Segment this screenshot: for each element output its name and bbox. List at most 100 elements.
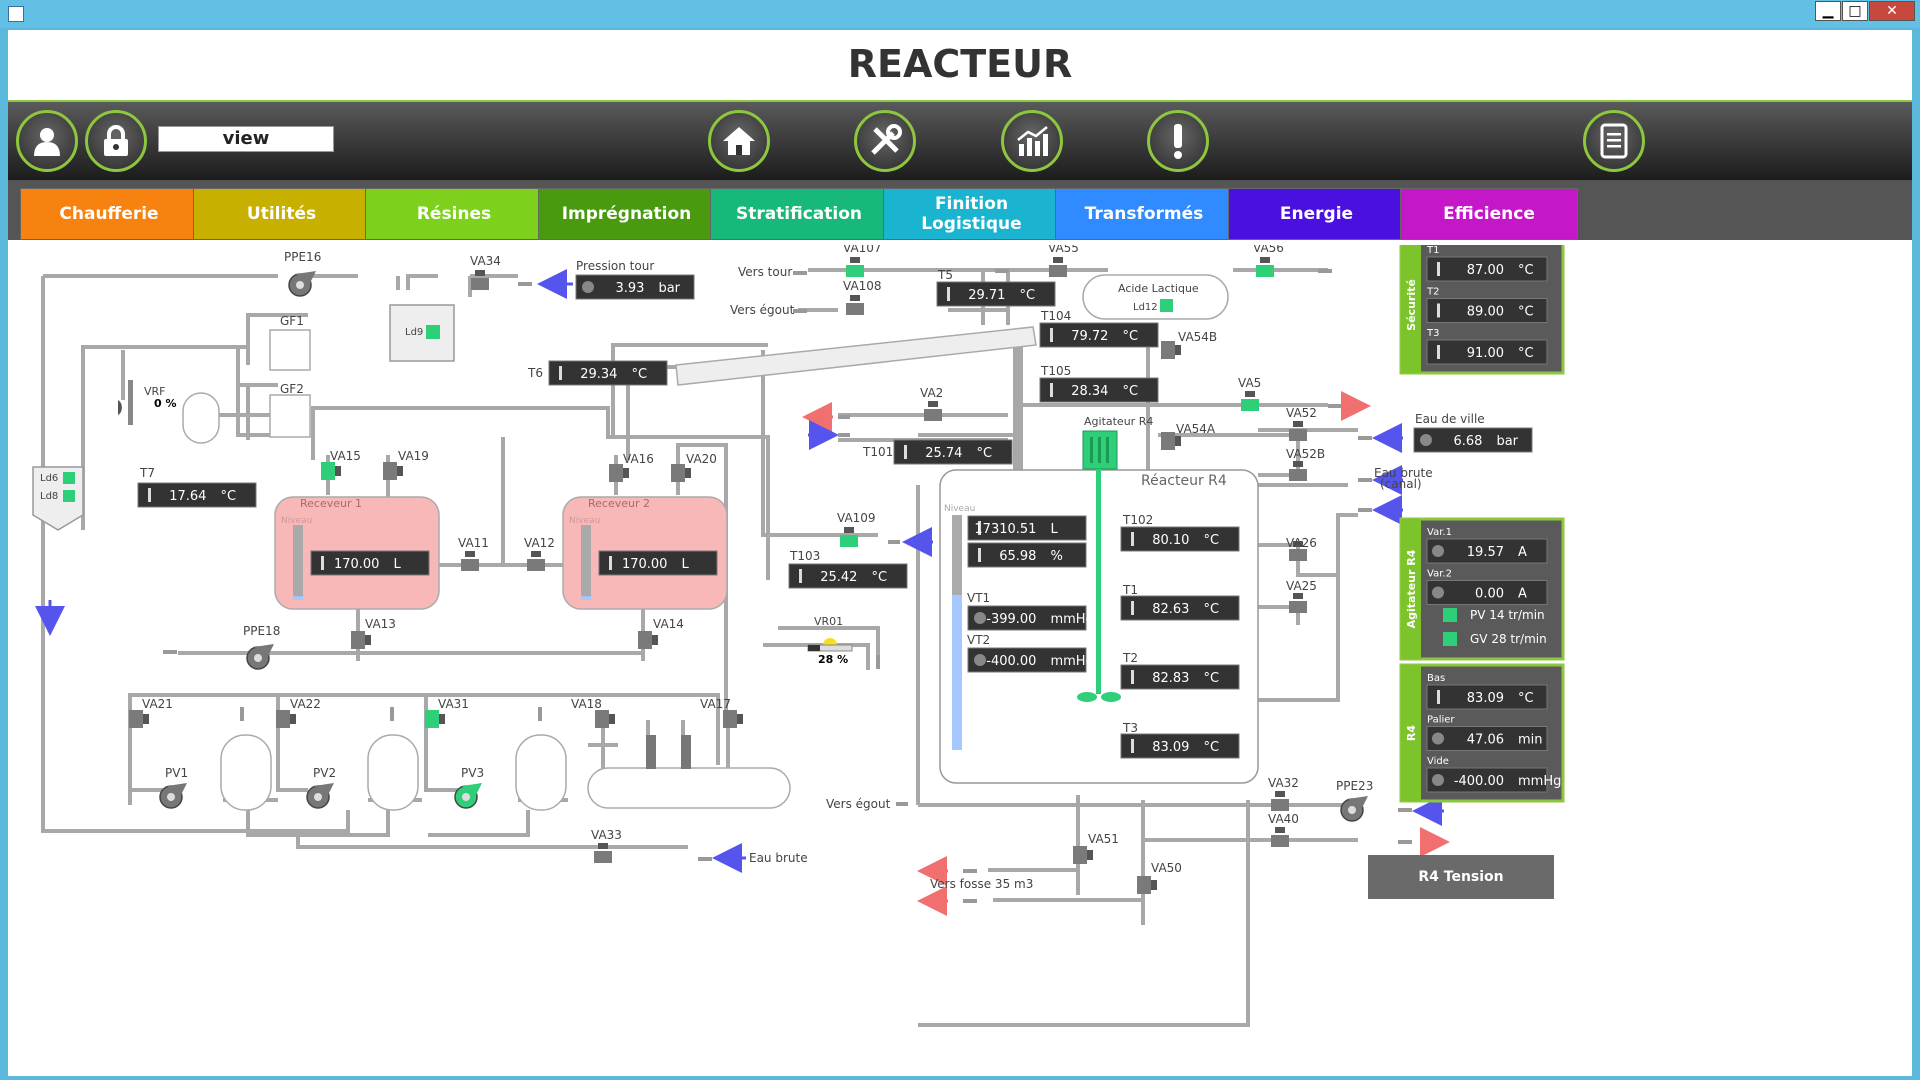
valve-va54a[interactable]: VA54A xyxy=(1161,422,1216,450)
vr01-label: VR01 xyxy=(814,615,843,628)
tools-button[interactable] xyxy=(854,110,916,172)
value: 80.10 xyxy=(1152,533,1189,548)
valve-va33[interactable]: VA33 xyxy=(591,828,622,863)
t7-label: T7 xyxy=(139,466,155,480)
unit: bar xyxy=(658,281,680,296)
vt2-label: VT2 xyxy=(967,633,990,647)
pump-label: PV2 xyxy=(313,766,336,780)
unit: °C xyxy=(1203,602,1219,617)
valve-va13[interactable]: VA13 xyxy=(351,617,396,649)
valve-label: VA34 xyxy=(470,254,501,268)
valve-va32[interactable]: VA32 xyxy=(1268,776,1299,811)
valve-va15[interactable]: VA15 xyxy=(321,449,361,480)
valve-va108[interactable]: VA108 xyxy=(843,279,882,315)
nav-transformés[interactable]: Transformés xyxy=(1055,188,1233,240)
nav-energie[interactable]: Energie xyxy=(1227,188,1406,240)
valve-va5[interactable]: VA5 xyxy=(1238,376,1261,411)
vers-tour-label: Vers tour xyxy=(738,265,792,279)
statistics-button[interactable] xyxy=(1001,110,1063,172)
valve-va22[interactable]: VA22 xyxy=(276,697,321,728)
unit: mmHg xyxy=(1050,654,1093,669)
pump-ppe23[interactable]: PPE23 xyxy=(1336,779,1373,822)
valve-va18[interactable]: VA18 xyxy=(571,697,615,728)
valve-va20[interactable]: VA20 xyxy=(671,452,717,482)
valve-label: VA108 xyxy=(843,279,882,293)
toolbar: view xyxy=(8,100,1912,180)
valve-va21[interactable]: VA21 xyxy=(129,697,173,728)
unit: °C xyxy=(1203,740,1219,755)
reactor-t2-display: 82.83°C xyxy=(1120,664,1240,690)
valve-va26[interactable]: VA26 xyxy=(1286,536,1317,561)
valve-va14[interactable]: VA14 xyxy=(638,617,684,649)
nav-résines[interactable]: Résines xyxy=(365,188,543,240)
panel-row-unit: A xyxy=(1518,545,1527,560)
close-button[interactable]: ✕ xyxy=(1869,1,1915,21)
nav-chaufferie[interactable]: Chaufferie xyxy=(20,188,198,240)
lock-icon xyxy=(104,125,128,156)
nav-efficience[interactable]: Efficience xyxy=(1400,188,1578,240)
agitator-r4[interactable] xyxy=(1077,430,1121,702)
unit: °C xyxy=(1203,671,1219,686)
pump-pv2[interactable]: PV2 xyxy=(306,766,336,809)
pump-label: PPE23 xyxy=(1336,779,1373,793)
valve-va52b[interactable]: VA52B xyxy=(1286,447,1325,481)
maximize-button[interactable]: □ xyxy=(1842,1,1868,21)
ld8-label: Ld8 xyxy=(40,491,58,502)
lock-button[interactable] xyxy=(85,110,147,172)
value: 79.72 xyxy=(1071,329,1108,344)
pump-ppe16[interactable]: PPE16 xyxy=(284,250,321,297)
valve-va17[interactable]: VA17 xyxy=(700,697,743,728)
valve-va107[interactable]: VA107 xyxy=(843,241,882,277)
valve-va52[interactable]: VA52 xyxy=(1286,406,1317,441)
value: 170.00 xyxy=(334,557,380,572)
pump-ppe18[interactable]: PPE18 xyxy=(243,624,280,670)
pump-pv1[interactable]: PV1 xyxy=(159,766,188,809)
valve-label: VA52B xyxy=(1286,447,1325,461)
nav-imprégnation[interactable]: Imprégnation xyxy=(537,188,716,240)
valve-va109[interactable]: VA109 xyxy=(837,511,876,547)
panel-row-value: 47.06 xyxy=(1467,733,1504,748)
nav-utilités[interactable]: Utilités xyxy=(192,188,371,240)
value: 17.64 xyxy=(169,489,206,504)
reactor-level-label: Niveau xyxy=(944,504,975,514)
pump-pv3[interactable]: PV3 xyxy=(454,766,484,809)
valve-va50[interactable]: VA50 xyxy=(1137,861,1182,894)
valve-va51[interactable]: VA51 xyxy=(1073,832,1119,864)
valve-va40[interactable]: VA40 xyxy=(1268,812,1299,847)
valve-va55[interactable]: VA55 xyxy=(1048,241,1079,277)
valve-va11[interactable]: VA11 xyxy=(458,536,489,571)
valve-va12[interactable]: VA12 xyxy=(524,536,555,571)
nav-stratification[interactable]: Stratification xyxy=(710,188,888,240)
valve-va56[interactable]: VA56 xyxy=(1253,241,1284,277)
alarms-button[interactable] xyxy=(1147,110,1209,172)
valve-va54b[interactable]: VA54B xyxy=(1161,330,1217,359)
valve-va31[interactable]: VA31 xyxy=(425,697,469,728)
valve-va2[interactable]: VA2 xyxy=(920,386,943,421)
panel-row-value: 91.00 xyxy=(1467,346,1504,361)
minimize-button[interactable]: ▁ xyxy=(1815,1,1841,21)
user-button[interactable] xyxy=(16,110,78,172)
value: 3.93 xyxy=(615,281,644,296)
unit: °C xyxy=(871,570,887,585)
pression-tour-display: 3.93 bar xyxy=(575,274,695,300)
gf1-label: GF1 xyxy=(280,314,304,328)
panel-row-label: Var.2 xyxy=(1427,569,1452,580)
valve-va19[interactable]: VA19 xyxy=(383,449,429,480)
valve-va34[interactable]: VA34 xyxy=(470,254,501,290)
valve-label: VA20 xyxy=(686,452,717,466)
vers-egout-label: Vers égout xyxy=(730,303,795,317)
home-button[interactable] xyxy=(708,110,770,172)
value: 170.00 xyxy=(622,557,668,572)
gf2-label: GF2 xyxy=(280,382,304,396)
user-level-field[interactable]: view xyxy=(158,126,334,152)
unit: L xyxy=(1050,522,1058,537)
t103-display: 25.42°C xyxy=(788,563,908,589)
report-button[interactable] xyxy=(1583,110,1645,172)
valve-va16[interactable]: VA16 xyxy=(609,452,654,482)
r4-tension-button[interactable]: R4 Tension xyxy=(1368,855,1554,899)
valve-va25[interactable]: VA25 xyxy=(1286,579,1317,613)
